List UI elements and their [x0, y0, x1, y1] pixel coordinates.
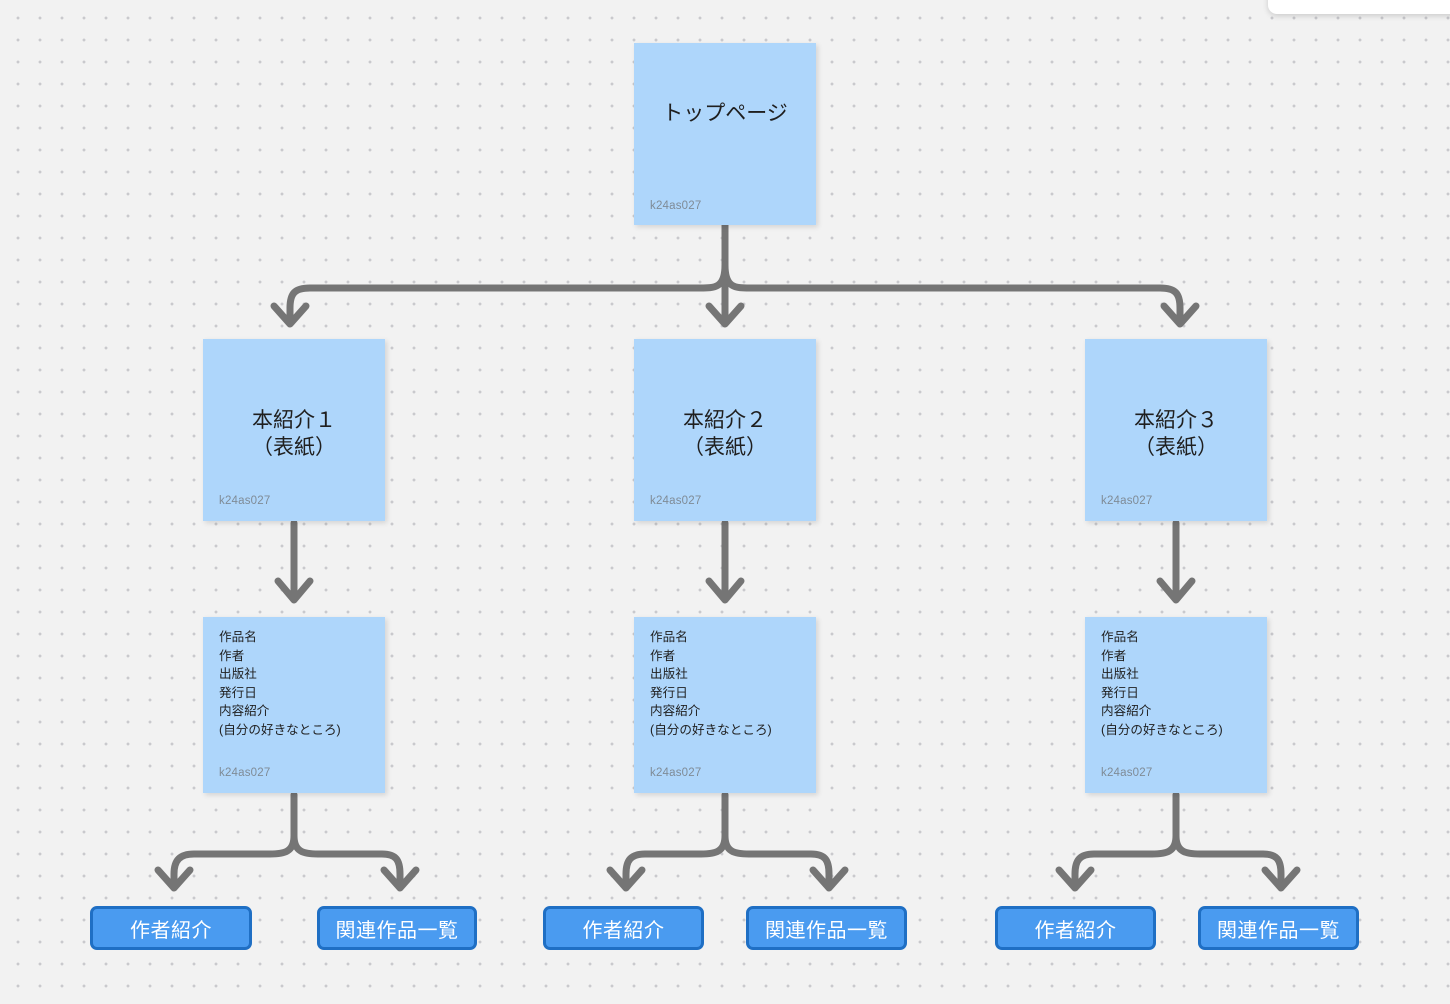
arrowhead-related-3 [1261, 866, 1301, 892]
node-book-detail-2[interactable]: 作品名作者出版社発行日内容紹介 (自分の好きなところ) k24as027 [634, 617, 816, 793]
node-book-cover-3[interactable]: 本紹介３ （表紙） k24as027 [1085, 339, 1267, 521]
arrowhead-cover-1 [270, 302, 310, 328]
connector-detail-3-to-author [1071, 791, 1180, 890]
detail-line: 作者 [1101, 648, 1127, 663]
node-book-cover-2-tag: k24as027 [650, 495, 702, 507]
detail-line: 発行日 [1101, 685, 1139, 700]
arrowhead-cover-3 [1160, 302, 1200, 328]
arrowhead-author-2 [606, 866, 646, 892]
detail-line: 出版社 [650, 667, 688, 682]
detail-line: 内容紹介 [1101, 704, 1152, 719]
arrowhead-related-1 [380, 866, 420, 892]
node-book-cover-2-title: 本紹介２ （表紙） [683, 409, 767, 460]
arrowhead-related-2 [809, 866, 849, 892]
detail-line: 出版社 [219, 667, 257, 682]
node-top-page-title: トップページ [662, 102, 788, 125]
detail-line: 出版社 [1101, 667, 1139, 682]
detail-line: 作者 [650, 648, 676, 663]
node-book-detail-3-list: 作品名作者出版社発行日内容紹介 (自分の好きなところ) [1101, 628, 1257, 740]
detail-line: 発行日 [219, 685, 257, 700]
arrowhead-detail-3 [1156, 577, 1196, 604]
detail-line: 内容紹介 [219, 704, 270, 719]
connector-top-to-cover-3 [721, 261, 1184, 326]
detail-line: (自分の好きなところ) [650, 722, 772, 737]
detail-line: 内容紹介 [650, 704, 701, 719]
connector-detail-1-to-author [170, 791, 298, 890]
node-book-detail-1[interactable]: 作品名作者出版社発行日内容紹介 (自分の好きなところ) k24as027 [203, 617, 385, 793]
detail-line: (自分の好きなところ) [1101, 722, 1223, 737]
connector-detail-2-to-author [622, 791, 729, 890]
button-author-profile-3[interactable]: 作者紹介 [995, 906, 1156, 950]
node-top-page-tag: k24as027 [650, 200, 702, 212]
detail-line: 作品名 [650, 630, 688, 644]
button-related-works-3[interactable]: 関連作品一覧 [1198, 906, 1359, 950]
node-book-cover-3-tag: k24as027 [1101, 495, 1153, 507]
node-book-cover-1[interactable]: 本紹介１ （表紙） k24as027 [203, 339, 385, 521]
arrowhead-detail-1 [274, 577, 314, 604]
node-book-detail-3-tag: k24as027 [1101, 767, 1153, 779]
toolbar-panel-fragment[interactable] [1268, 0, 1450, 14]
node-book-cover-2[interactable]: 本紹介２ （表紙） k24as027 [634, 339, 816, 521]
arrowhead-cover-2 [705, 302, 745, 328]
arrowhead-detail-2 [705, 577, 745, 604]
node-book-detail-2-list: 作品名作者出版社発行日内容紹介 (自分の好きなところ) [650, 628, 806, 740]
connector-detail-2-to-related [721, 791, 833, 890]
detail-line: (自分の好きなところ) [219, 722, 341, 737]
detail-line: 発行日 [650, 685, 688, 700]
node-book-cover-1-tag: k24as027 [219, 495, 271, 507]
arrowhead-author-3 [1055, 866, 1095, 892]
node-book-detail-1-list: 作品名作者出版社発行日内容紹介 (自分の好きなところ) [219, 628, 375, 740]
node-book-cover-3-title: 本紹介３ （表紙） [1134, 409, 1218, 460]
node-book-detail-1-tag: k24as027 [219, 767, 271, 779]
arrowhead-author-1 [154, 866, 194, 892]
node-book-cover-1-title: 本紹介１ （表紙） [252, 409, 336, 460]
node-book-detail-3[interactable]: 作品名作者出版社発行日内容紹介 (自分の好きなところ) k24as027 [1085, 617, 1267, 793]
detail-line: 作品名 [1101, 630, 1139, 644]
detail-line: 作者 [219, 648, 245, 663]
connector-detail-3-to-related [1172, 791, 1285, 890]
button-author-profile-1[interactable]: 作者紹介 [90, 906, 252, 950]
node-book-detail-2-tag: k24as027 [650, 767, 702, 779]
connector-detail-1-to-related [290, 791, 404, 890]
detail-line: 作品名 [219, 630, 257, 644]
button-related-works-1[interactable]: 関連作品一覧 [317, 906, 477, 950]
button-related-works-2[interactable]: 関連作品一覧 [746, 906, 907, 950]
connector-top-to-cover-1 [286, 261, 729, 326]
button-author-profile-2[interactable]: 作者紹介 [543, 906, 704, 950]
node-top-page[interactable]: トップページ k24as027 [634, 43, 816, 225]
